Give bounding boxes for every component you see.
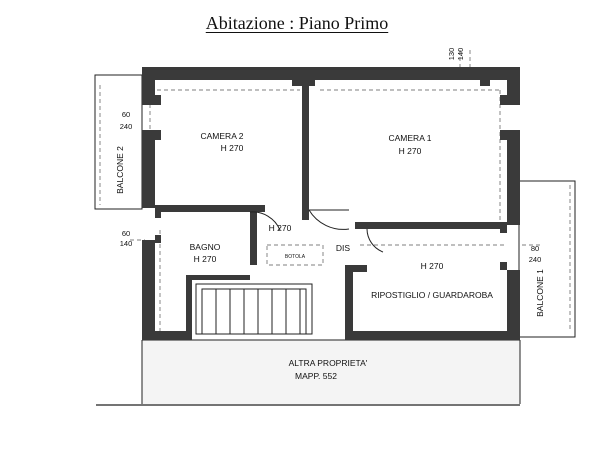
camera-1-height: H 270	[399, 146, 422, 156]
balcone-2-label: BALCONE 2	[115, 146, 125, 194]
ripostiglio-name: RIPOSTIGLIO / GUARDAROBA	[371, 290, 493, 300]
botola-label: BOTOLA	[285, 254, 306, 260]
door-swings	[249, 209, 384, 253]
camera-1-name: CAMERA 1	[389, 133, 432, 143]
balcone-1-label: BALCONE 1	[535, 269, 545, 317]
dim-right-80: 80	[531, 244, 539, 253]
balcone-1-outline	[518, 180, 576, 338]
dim-top-140: 140	[456, 48, 465, 61]
exterior-walls	[142, 67, 520, 340]
hall-height: H 270	[269, 223, 292, 233]
dim-left-240: 240	[120, 122, 133, 131]
dim-left-140: 140	[120, 239, 133, 248]
camera-2-name: CAMERA 2	[201, 131, 244, 141]
dim-left-60-a: 60	[122, 110, 130, 119]
ripostiglio-height: H 270	[421, 261, 444, 271]
neighbor-property-area	[141, 339, 521, 404]
dim-right-240: 240	[529, 255, 542, 264]
bagno-name: BAGNO	[190, 242, 221, 252]
dim-top-130: 130	[447, 48, 456, 61]
neighbor-parcel: MAPP. 552	[295, 371, 337, 381]
camera-2-height: H 270	[221, 143, 244, 153]
bagno-height: H 270	[194, 254, 217, 264]
neighbor-name: ALTRA PROPRIETA'	[289, 358, 368, 368]
dim-left-60-b: 60	[122, 229, 130, 238]
stair	[195, 283, 313, 335]
dis-label: DIS	[336, 243, 351, 253]
interior-walls	[155, 80, 507, 335]
plan-title: Abitazione : Piano Primo	[205, 13, 389, 33]
dimension-lines	[99, 50, 571, 335]
botola-outline	[266, 244, 324, 266]
